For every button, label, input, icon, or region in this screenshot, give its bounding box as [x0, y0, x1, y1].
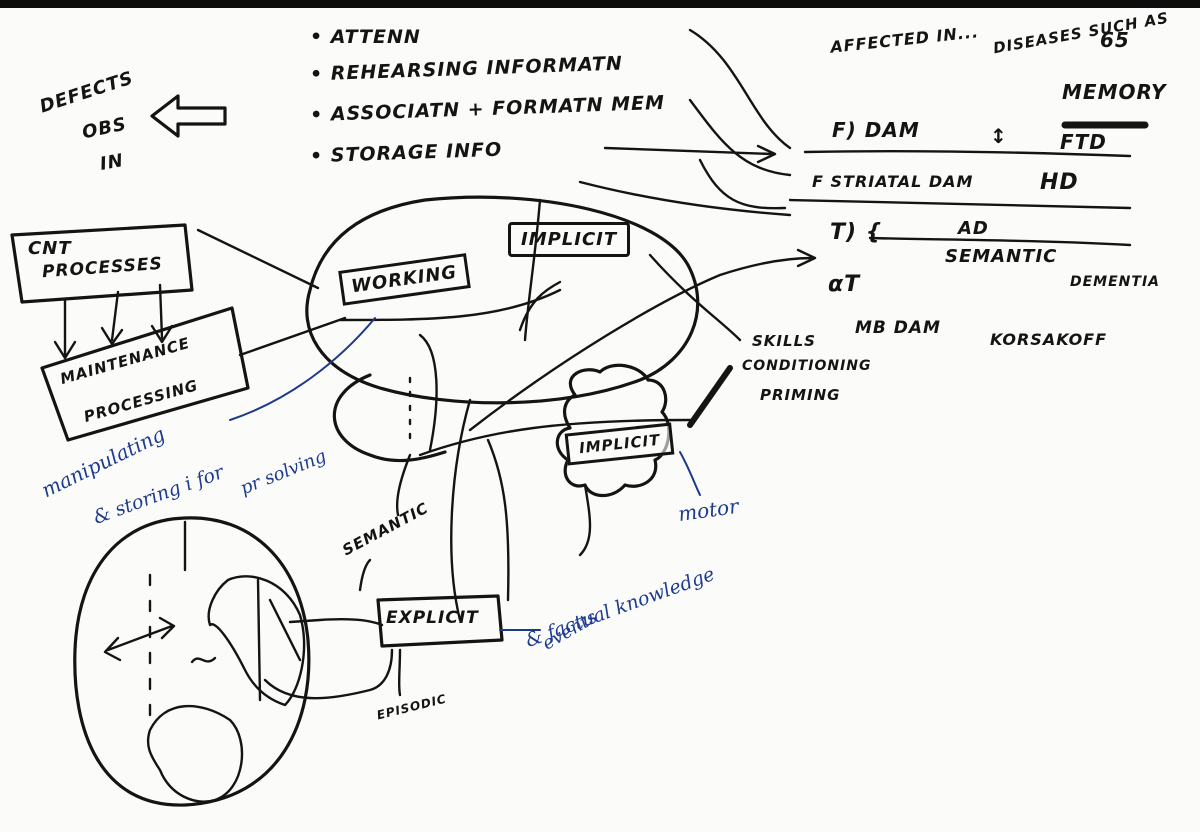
vertical-curve — [523, 198, 542, 342]
frontal-damage-label: F) DAM — [832, 118, 920, 142]
semantic-link — [396, 453, 412, 517]
semantic-dementia-label: SEMANTIC — [945, 246, 1058, 267]
explicit-link-right — [486, 438, 510, 602]
implicit-to-skills-line — [648, 253, 742, 342]
rule-1 — [803, 150, 1132, 158]
storage-curve — [698, 158, 787, 210]
striatal-damage-label: F STRIATAL DAM — [812, 172, 974, 191]
double-arrow-icon — [103, 616, 176, 662]
ad-label: AD — [958, 218, 989, 239]
hd-label: HD — [1040, 170, 1079, 195]
explicit-link-left — [450, 398, 472, 622]
arrow-mark: ↕ — [990, 124, 1008, 148]
rule-3 — [868, 236, 1132, 247]
cnt-processes-box — [10, 223, 194, 304]
down-arrow-2 — [100, 290, 124, 346]
maint-to-working-line — [238, 316, 347, 357]
in-label: IN — [98, 150, 126, 175]
ftd-label: FTD — [1060, 130, 1107, 154]
skills-label: SKILLS — [752, 332, 816, 350]
rehearse-curve — [688, 98, 792, 177]
memory-label: MEMORY — [1062, 80, 1167, 104]
explicit-to-episodic — [397, 648, 402, 697]
hippocampus-hatching — [256, 578, 302, 702]
top-dark-edge — [0, 0, 1200, 8]
brain-horizontal-line — [418, 418, 692, 457]
explicit-label: EXPLICIT — [386, 608, 479, 628]
implicit-curve — [518, 280, 562, 332]
lower-lobe — [332, 373, 447, 463]
maintenance-box — [40, 306, 250, 442]
bullet-attention: • ATTENN — [310, 26, 421, 48]
attn-curve — [688, 28, 792, 150]
alpha-t-label: αT — [828, 272, 861, 297]
bullet-attention-text: ATTENN — [330, 26, 421, 48]
brainstem-shape — [146, 704, 244, 803]
semantic-to-explicit — [358, 558, 372, 592]
skull-outline — [73, 516, 311, 807]
brain-to-t-arrow — [468, 248, 817, 432]
assoc-curve — [578, 180, 792, 217]
explicit-box — [376, 594, 504, 648]
hippocampus-shape — [207, 575, 306, 707]
skull-to-explicit-lower — [263, 648, 394, 700]
blue-working-link — [229, 317, 376, 421]
korsakoff-label: KORSAKOFF — [990, 330, 1108, 349]
rule-2 — [788, 198, 1132, 210]
implicit-box-top: IMPLICIT — [508, 222, 631, 257]
temporal-brace: T) { — [830, 220, 883, 245]
down-arrow-1 — [53, 298, 77, 360]
cloud-stem — [578, 483, 592, 557]
lobe-inner-curve — [418, 333, 438, 452]
left-arrow-icon — [150, 94, 227, 138]
storage-arrow — [603, 144, 777, 164]
age-label: 65 — [1100, 28, 1130, 52]
dementia-label: DEMENTIA — [1070, 274, 1160, 290]
upper-brain-blob — [305, 195, 700, 405]
tilde-mark — [190, 656, 217, 664]
blue-motor-link — [679, 451, 701, 496]
skull-to-explicit-upper — [288, 618, 384, 627]
mb-damage-label: MB DAM — [855, 318, 941, 338]
cnt-label: CNT — [28, 238, 72, 259]
priming-label: PRIMING — [760, 386, 841, 404]
cnt-to-working-line — [196, 228, 320, 290]
skills-thick-mark — [687, 365, 733, 428]
cerebellum-cloud — [555, 363, 671, 498]
conditioning-label: CONDITIONING — [742, 358, 872, 374]
